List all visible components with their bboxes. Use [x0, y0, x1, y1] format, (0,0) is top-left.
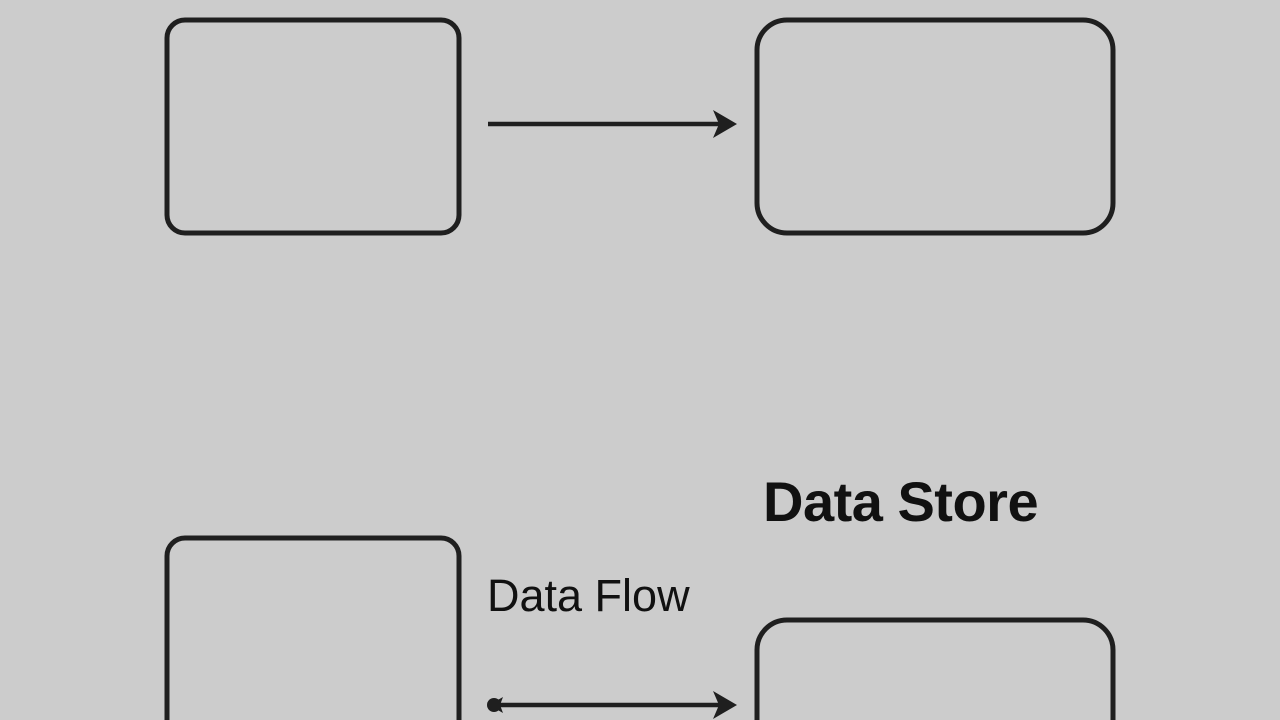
edge-bottom-arrowhead-icon [713, 691, 737, 719]
node-bottom-right[interactable] [754, 617, 1116, 720]
node-top-left[interactable] [164, 17, 462, 236]
node-top-right[interactable] [754, 17, 1116, 236]
label-data-store: Data Store [763, 470, 1039, 533]
label-data-flow: Data Flow [487, 570, 690, 621]
edge-bottom-tail-dot-icon [487, 698, 501, 712]
edge-bottom[interactable] [487, 691, 737, 719]
edge-top[interactable] [488, 110, 737, 138]
edge-top-arrowhead-icon [713, 110, 737, 138]
node-bottom-left[interactable] [164, 535, 462, 720]
